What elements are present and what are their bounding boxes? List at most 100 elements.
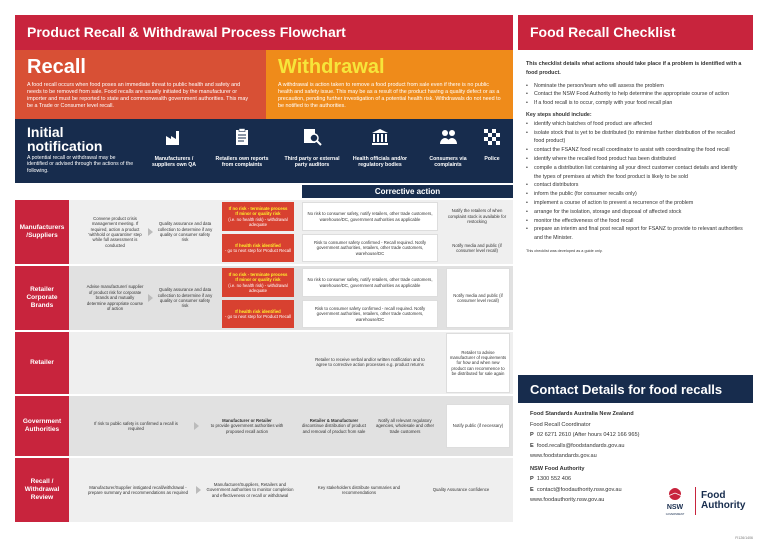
manufacturers-no-risk-action: No risk to consumer safety, notify retai… [302,202,438,231]
review-step3: Key stakeholders distribute summaries an… [317,484,401,495]
list-item: contact distributors [526,181,745,190]
people-icon [440,130,457,144]
arrow [148,294,153,302]
magnifier-document-icon [304,129,322,146]
checklist-title: Food Recall Checklist [518,15,753,50]
recall-section: Recall A food recall occurs when food po… [15,50,266,119]
recall-title: Recall [27,56,86,78]
list-item: identify which batches of food product a… [526,120,745,129]
source-consumers: Consumers via complaints [417,127,479,168]
flowchart-title: Product Recall & Withdrawal Process Flow… [15,15,513,50]
nsw-food-authority-logo: NSW GOVERNMENT Food Authority [660,482,750,520]
svg-text:GOVERNMENT: GOVERNMENT [666,512,685,516]
svg-text:NSW: NSW [667,504,684,511]
contact-phone-fsanz: 02 6271 2610 (After hours 0412 166 965) [536,432,640,438]
source-manufacturers: Manufacturers / suppliers own QA [143,127,205,168]
checklist-intro: This checklist details what actions shou… [526,61,742,76]
list-item: isolate stock that is yet to be distribu… [526,129,745,147]
source-health-officials: Health officials and/or regulatory bodie… [349,127,411,168]
list-item: implement a course of action to prevent … [526,199,745,208]
retailer-brands-step1: Advise manufacturer/ supplier of product… [86,284,144,312]
factory-icon [166,131,179,145]
contact-org-fsanz: Food Standards Australia New Zealand [530,411,634,417]
source-police: Police [461,127,523,162]
list-item: arrange for the isolation, storage and d… [526,208,745,217]
retailer-brands-notify-media: Notify media and public (if consumer lev… [446,268,510,328]
list-item: contact the FSANZ food recall coordinato… [526,146,745,155]
manufacturers-step2: Quality assurance and data collection to… [157,221,213,243]
arrow [194,422,199,430]
contact-web-nsw[interactable]: www.foodauthority.nsw.gov.au [530,497,605,503]
contact-web-fsanz[interactable]: www.foodstandards.gov.au [530,453,597,459]
list-item: monitor the effectiveness of the food re… [526,217,745,226]
list-item: If a food recall is to occur, comply wit… [526,99,745,108]
list-item: compile a distribution list containing a… [526,164,745,182]
checklist-note: This checklist was developed as a guide … [526,248,603,253]
checklist-list-2: identify which batches of food product a… [526,120,745,243]
initial-notification-desc: A potential recall or withdrawal may be … [27,155,134,174]
withdrawal-text: A withdrawal is action taken to remove a… [278,82,501,109]
row-label-review: Recall / Withdrawal Review [15,458,69,522]
row-review [69,458,513,522]
contact-details: Food Standards Australia New Zealand Foo… [518,409,678,506]
source-auditors: Third party or external party auditors [281,127,343,168]
list-item: inform the public (for consumer recalls … [526,190,745,199]
manufacturers-health-risk-box: If health risk identified - go to next s… [222,234,294,262]
list-item: Nominate the person/team who will assess… [526,82,745,91]
withdrawal-section: Withdrawal A withdrawal is action taken … [266,50,513,119]
food-authority-wordmark: Food Authority [701,490,746,511]
government-step2: Manufacturer or Retailer to provide gove… [210,417,284,434]
key-steps-heading: Key steps should include: [526,111,592,118]
manufacturers-notify-media: Notify media and public (if consumer lev… [452,242,502,253]
row-retailer [69,332,513,394]
contact-email-fsanz[interactable]: food.recalls@foodstandards.gov.au [536,442,625,449]
initial-notification-band: Initial notification A potential recall … [15,119,513,183]
government-building-icon [372,129,388,145]
row-label-retailer: Retailer [15,332,69,394]
retailer-receive-notification: Retailer to receive verbal and/or writte… [315,356,425,367]
footer-code: FI126/1406 [735,536,753,540]
row-label-manufacturers: Manufacturers /Suppliers [15,200,69,264]
retailer-brands-risk-action: Risk to consumer safety confirmed - reca… [302,300,438,328]
row-label-retailer-brands: Retailer Corporate Brands [15,266,69,330]
manufacturers-notify-restock: Notify the retailers of when complaint s… [447,208,507,225]
list-item: prepare an interim and final post recall… [526,225,745,243]
retailer-brands-step2: Quality assurance and data collection to… [157,287,213,309]
checklist: This checklist details what actions shou… [518,60,753,256]
manufacturers-no-risk-box: If no risk - terminate process If minor … [222,202,294,231]
withdrawal-title: Withdrawal [278,56,385,78]
initial-notification-title: Initial notification [27,124,103,154]
government-step4: Notify all relevant regulatory agencies,… [375,417,435,434]
review-step4: Quality Assurance confidence [432,487,490,493]
retailer-brands-no-risk-box: If no risk - terminate process If minor … [222,268,294,297]
recall-text: A food recall occurs when food poses an … [27,82,249,109]
contact-email-nsw[interactable]: contact@foodauthority.nsw.gov.au [536,486,622,493]
government-step3: Retailer & Manufacturer discontinue dist… [302,417,367,434]
police-badge-icon [484,129,500,145]
list-item: identify where the recalled food product… [526,155,745,164]
contact-title: Contact Details for food recalls [518,375,753,403]
corrective-action-header: Corrective action [302,185,513,198]
manufacturers-step1: Convene product crisis management meetin… [88,215,142,248]
retailer-advise-manufacturer: Retailer to advise manufacturer of requi… [446,333,510,393]
retailer-brands-no-risk-action: No risk to consumer safety, notify retai… [302,268,438,297]
contact-org-nsw: NSW Food Authority [530,465,585,472]
arrow [196,486,201,494]
review-step1: Manufacturer/Supplier instigated recall/… [87,484,189,495]
review-step2: Manufacturer/Suppliers, Retailers and Go… [206,481,294,498]
source-retailers: Retailers own reports from complaints [211,127,273,168]
clipboard-icon [236,128,248,145]
list-item: Contact the NSW Food Authority to help d… [526,90,745,99]
contact-phone-nsw: 1300 552 406 [536,476,572,482]
row-label-government: Government Authorities [15,396,69,456]
checklist-list-1: Nominate the person/team who will assess… [526,82,745,108]
logo-divider [695,487,696,515]
row-government [69,396,513,456]
arrow [148,228,153,236]
manufacturers-risk-action: Risk to consumer safety confirmed - Reca… [302,234,438,262]
contact-role: Food Recall Coordinator [530,421,591,428]
government-notify-public: Notify public (if necessary) [446,404,510,448]
retailer-brands-health-risk-box: If health risk identified - go to next s… [222,300,294,328]
nsw-waratah-icon: NSW GOVERNMENT [666,485,685,516]
government-step1: If risk to public safety is confirmed a … [94,420,178,431]
